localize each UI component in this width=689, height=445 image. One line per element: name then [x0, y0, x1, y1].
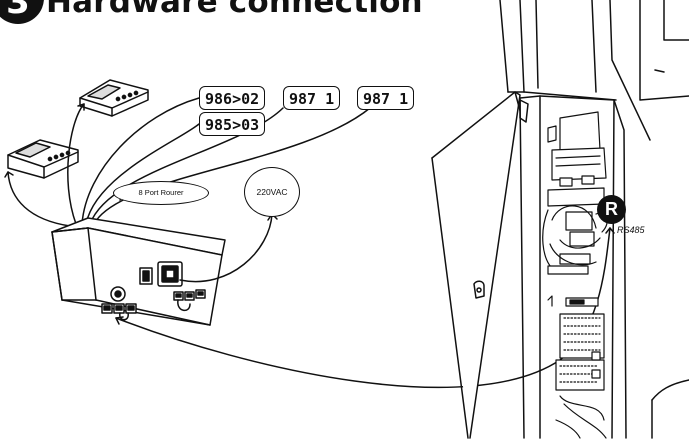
- power-label: 220VAC: [244, 167, 300, 217]
- router-box: [52, 218, 225, 325]
- display-unit-1: 986>02: [199, 86, 265, 110]
- page-title: Hardware connection: [46, 0, 423, 20]
- rs485-port-label: RS485: [617, 225, 645, 235]
- display-unit-2: 987 1: [283, 86, 340, 110]
- cabinet-door: [432, 92, 528, 438]
- display-unit-3: 987 1: [357, 86, 414, 110]
- display-unit-4: 985>03: [199, 112, 265, 136]
- scale-terminal-top: [80, 80, 148, 116]
- rs485-port-badge: R: [597, 195, 626, 224]
- router-label: 8 Port Rourer: [113, 181, 209, 205]
- cabinet-internals: [543, 112, 607, 438]
